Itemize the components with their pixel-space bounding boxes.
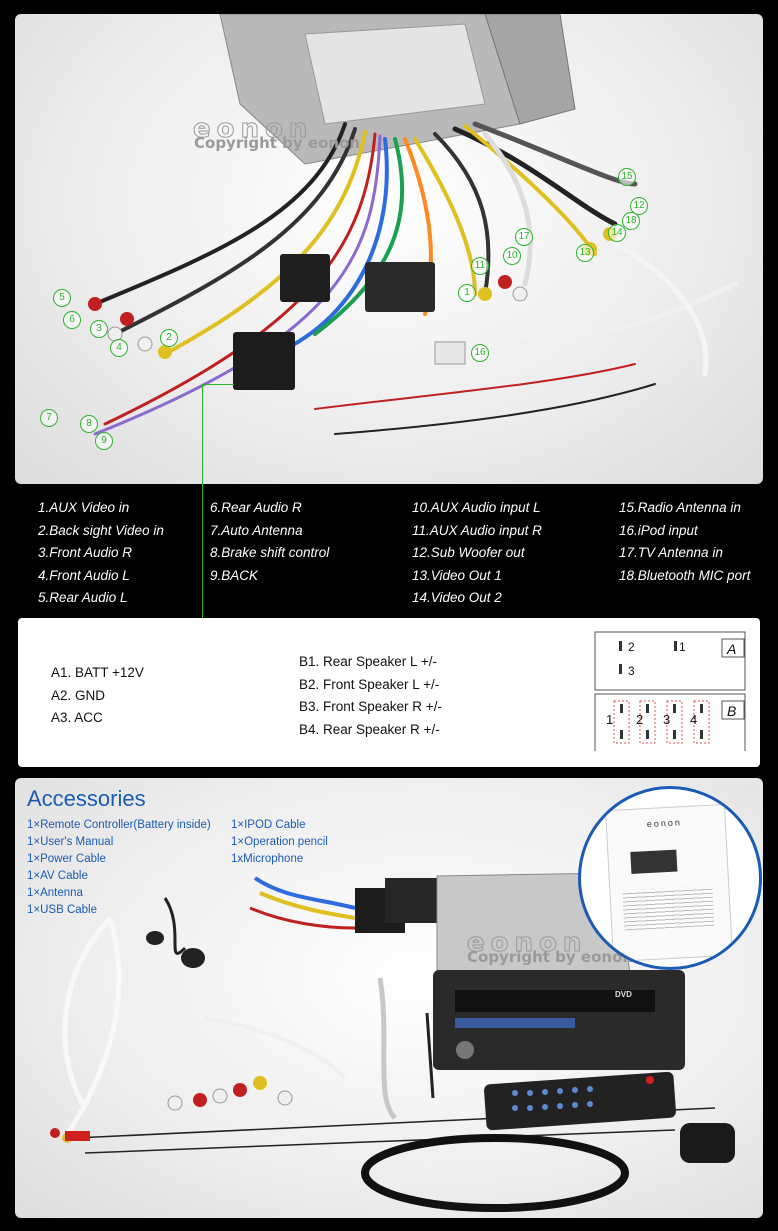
legend-column-4: 15.Radio Antenna in 16.iPod input 17.TV … xyxy=(619,497,750,587)
iso-pinout-panel: A1. BATT +12V A2. GND A3. ACC B1. Rear S… xyxy=(18,618,760,767)
wiring-harness-photo: eonon Copyright by eonon 1 2 3 4 5 6 7 8… xyxy=(15,14,763,484)
legend-item: 1.AUX Video in xyxy=(38,500,130,515)
head-unit-dvd-label: DVD xyxy=(615,990,632,999)
accessory-item: 1×Antenna xyxy=(27,887,83,899)
legend-item: 14.Video Out 2 xyxy=(412,590,502,605)
callout-5: 5 xyxy=(53,289,71,307)
watermark-copyright: Copyright by eonon xyxy=(194,134,361,152)
callout-1: 1 xyxy=(458,284,476,302)
connector-b-number-2: 2 xyxy=(636,712,644,727)
callout-17: 17 xyxy=(515,228,533,246)
accessory-item: 1×User's Manual xyxy=(27,836,114,848)
iso-connector-diagram xyxy=(594,631,746,751)
callout-7: 7 xyxy=(40,409,58,427)
callout-4: 4 xyxy=(110,339,128,357)
a-pin-item: A1. BATT +12V xyxy=(51,665,144,680)
wiring-harness-illustration xyxy=(88,14,738,436)
accessory-item: 1xMicrophone xyxy=(231,853,304,865)
accessory-item: 1×IPOD Cable xyxy=(231,819,306,831)
legend-item: 17.TV Antenna in xyxy=(619,545,723,560)
user-manual-brand: eonon xyxy=(646,817,683,830)
legend-item: 5.Rear Audio L xyxy=(38,590,128,605)
legend-item: 15.Radio Antenna in xyxy=(619,500,741,515)
legend-item: 2.Back sight Video in xyxy=(38,522,164,538)
legend-column-1: 1.AUX Video in 2.Back sight Video in 3.F… xyxy=(38,497,164,610)
accessories-watermark-logo: eonon xyxy=(466,928,588,959)
accessories-list-2: 1×IPOD Cable 1×Operation pencil 1xMicrop… xyxy=(231,817,328,868)
accessory-item: 1×Power Cable xyxy=(27,853,106,865)
accessory-item: 1×USB Cable xyxy=(27,904,97,916)
watermark-logo: eonon xyxy=(192,114,314,145)
a-pin-list: A1. BATT +12V A2. GND A3. ACC xyxy=(51,662,144,730)
connector-b-number-3: 3 xyxy=(663,712,671,727)
legend-item: 6.Rear Audio R xyxy=(210,500,302,515)
accessory-item: 1×AV Cable xyxy=(27,870,88,882)
connector-label-a: A xyxy=(727,641,737,657)
b-pin-item: B2. Front Speaker L +/- xyxy=(299,676,440,692)
callout-9: 9 xyxy=(95,432,113,450)
callout-3: 3 xyxy=(90,320,108,338)
legend-item: 7.Auto Antenna xyxy=(210,522,303,538)
callout-13: 13 xyxy=(576,244,594,262)
legend-item: 11.AUX Audio input R xyxy=(412,522,542,538)
connector-a-number-1: 1 xyxy=(679,640,686,654)
callout-2: 2 xyxy=(160,329,178,347)
legend-item: 12.Sub Woofer out xyxy=(412,545,525,560)
user-manual-page: eonon xyxy=(605,803,733,963)
user-manual-screen-image xyxy=(630,849,678,874)
callout-8: 8 xyxy=(80,415,98,433)
b-pin-list: B1. Rear Speaker L +/- B2. Front Speaker… xyxy=(299,651,442,741)
accessories-watermark-copyright: Copyright by eonon xyxy=(467,948,634,966)
user-manual-text-block xyxy=(622,885,715,931)
connector-leader-line-vertical xyxy=(202,384,203,618)
accessories-list-1: 1×Remote Controller(Battery inside) 1×Us… xyxy=(27,817,211,919)
legend-item: 16.iPod input xyxy=(619,522,698,538)
callout-14: 14 xyxy=(608,224,626,242)
connector-b-number-4: 4 xyxy=(690,712,698,727)
legend-column-3: 10.AUX Audio input L 11.AUX Audio input … xyxy=(412,497,542,610)
b-pin-item: B1. Rear Speaker L +/- xyxy=(299,654,437,669)
a-pin-item: A3. ACC xyxy=(51,710,103,725)
legend-column-2: 6.Rear Audio R 7.Auto Antenna 8.Brake sh… xyxy=(210,497,329,587)
accessories-title: Accessories xyxy=(27,786,146,811)
legend-item: 9.BACK xyxy=(210,567,259,583)
callout-15: 15 xyxy=(618,168,636,186)
legend-item: 4.Front Audio L xyxy=(38,567,130,583)
callout-11: 11 xyxy=(471,257,489,275)
legend-item: 8.Brake shift control xyxy=(210,545,330,560)
connector-leader-line-horizontal xyxy=(202,384,234,385)
b-pin-item: B3. Front Speaker R +/- xyxy=(299,699,442,714)
callout-16: 16 xyxy=(471,344,489,362)
callout-6: 6 xyxy=(63,311,81,329)
accessories-panel: Accessories 1×Remote Controller(Battery … xyxy=(15,778,763,1218)
legend-item: 13.Video Out 1 xyxy=(412,567,502,583)
callout-12: 12 xyxy=(630,197,648,215)
a-pin-item: A2. GND xyxy=(51,687,106,703)
legend-item: 10.AUX Audio input L xyxy=(412,500,541,515)
connector-a-number-2: 2 xyxy=(628,640,635,654)
legend-item: 18.Bluetooth MIC port xyxy=(619,567,751,583)
callout-10: 10 xyxy=(503,247,521,265)
connector-label-b: B xyxy=(727,703,737,719)
connector-a-number-3: 3 xyxy=(628,664,635,678)
accessory-item: 1×Operation pencil xyxy=(231,836,328,848)
user-manual-zoom-circle: eonon xyxy=(578,786,762,970)
connector-b-number-1: 1 xyxy=(606,712,614,727)
b-pin-item: B4. Rear Speaker R +/- xyxy=(299,721,440,737)
legend-item: 3.Front Audio R xyxy=(38,545,133,560)
accessory-item: 1×Remote Controller(Battery inside) xyxy=(27,819,211,831)
callout-18: 18 xyxy=(622,212,640,230)
